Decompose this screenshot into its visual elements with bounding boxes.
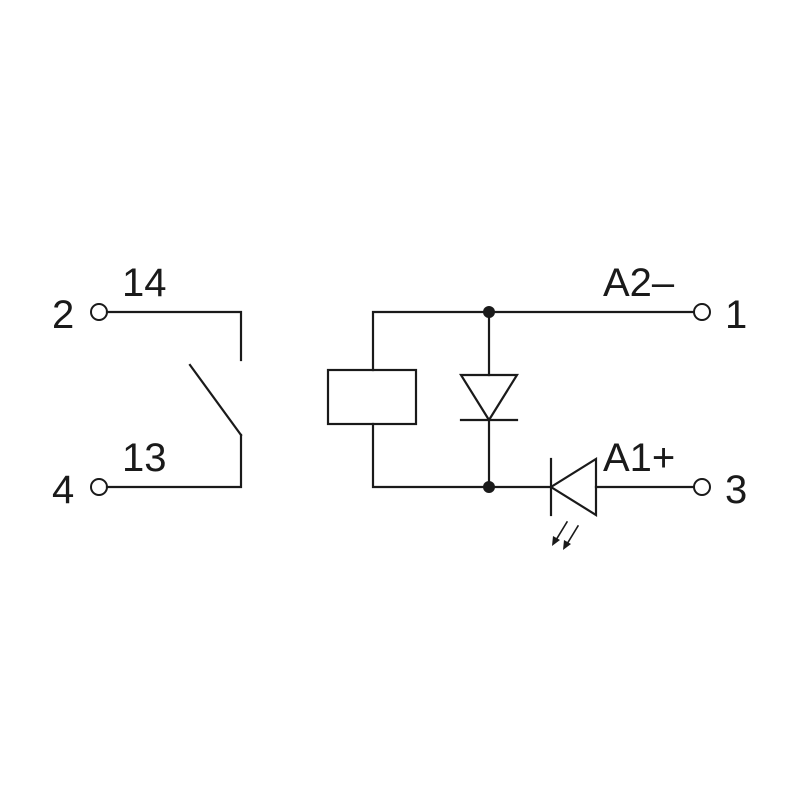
terminal-1-circle: [693, 303, 711, 321]
coil-circuit: [326, 303, 711, 550]
relay-coil: [326, 368, 418, 426]
freewheel-diode-icon: [459, 373, 519, 423]
switch-blade: [188, 363, 243, 437]
terminal-4-circle: [90, 478, 108, 496]
led-light-arrows-icon: [552, 520, 580, 550]
contact-bottom-wire: [105, 433, 243, 489]
terminal-3-circle: [693, 478, 711, 496]
coil-a1-label: A1+: [603, 436, 675, 480]
terminal-3-label: 3: [725, 468, 747, 512]
contact-13-label: 13: [122, 436, 167, 480]
coil-top-lead: [371, 310, 491, 372]
terminal-2-circle: [90, 303, 108, 321]
terminal-1-label: 1: [725, 293, 747, 337]
junction-top-dot: [483, 306, 495, 318]
coil-bottom-lead: [371, 422, 491, 489]
led-icon: [548, 457, 598, 517]
coil-a2-label: A2–: [603, 261, 675, 305]
terminal-2-label: 2: [52, 293, 74, 337]
contact-14-label: 14: [122, 261, 167, 305]
contact-top-wire: [105, 310, 243, 362]
contact-circuit: [90, 303, 243, 496]
terminal-4-label: 4: [52, 468, 74, 512]
